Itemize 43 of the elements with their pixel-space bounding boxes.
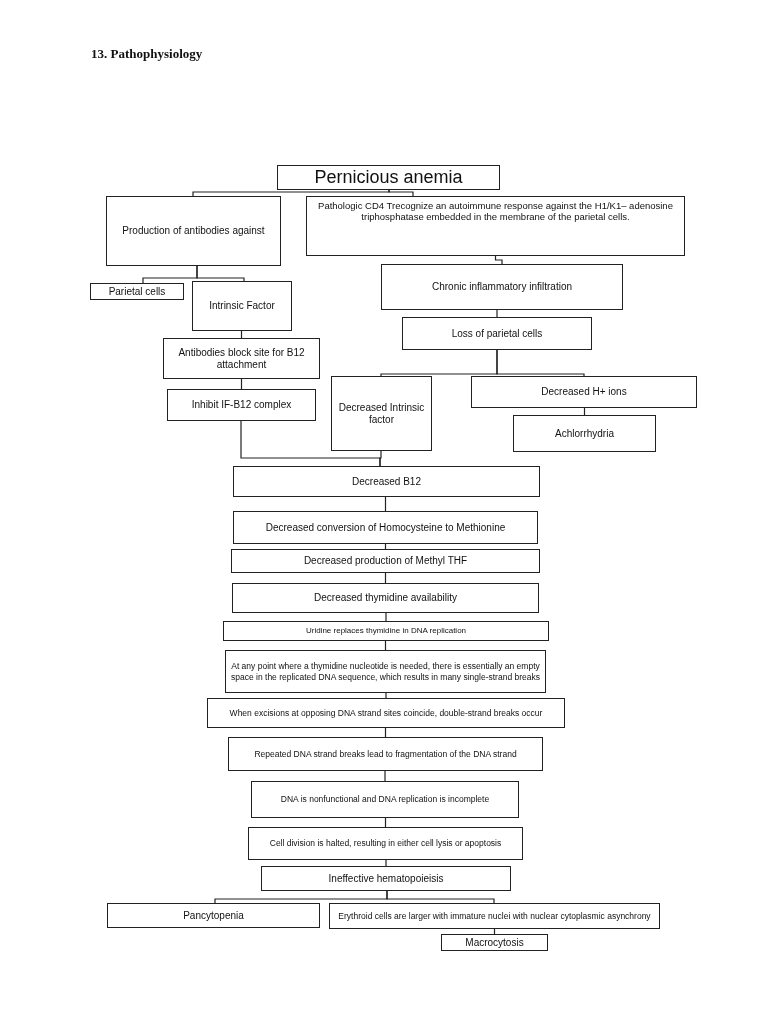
- process-box: Cell division is halted, resulting in either cell lysis or apoptosis: [248, 827, 523, 860]
- process-box: Uridine replaces thymidine in DNA replication: [223, 621, 549, 641]
- process-box: DNA is nonfunctional and DNA replication is incomplete: [251, 781, 519, 818]
- process-box: Macrocytosis: [441, 934, 548, 951]
- connector-line: [385, 692, 387, 699]
- connector-line: [240, 330, 243, 339]
- process-box: Decreased conversion of Homocysteine to Methionine: [233, 511, 538, 544]
- section-heading: 13. Pathophysiology: [91, 46, 203, 62]
- connector-line: [493, 928, 496, 935]
- connector-line: [385, 612, 387, 622]
- process-box: Decreased H+ ions: [471, 376, 697, 408]
- process-box: Parietal cells: [90, 283, 184, 300]
- process-box: Intrinsic Factor: [192, 281, 292, 331]
- process-box: When excisions at opposing DNA strand sites coincide, double-strand breaks occur: [207, 698, 565, 728]
- title-box: Pernicious anemia: [277, 165, 500, 190]
- process-box: Decreased thymidine availability: [232, 583, 539, 613]
- connector-line: [384, 770, 386, 782]
- process-box: Decreased B12: [233, 466, 540, 497]
- process-box: Erythroid cells are larger with immature nuclei with nuclear cytoplasmic asynchrony: [329, 903, 660, 929]
- process-box: Loss of parietal cells: [402, 317, 592, 350]
- connector-line: [388, 189, 414, 197]
- process-box: Pathologic CD4 Trecognize an autoimmune response against the H1/K1– adenosine triphosphatase embedded in the membrane of the parietal cells.: [306, 196, 685, 256]
- connector-line: [379, 450, 382, 467]
- connector-line: [384, 543, 387, 550]
- process-box: Antibodies block site for B12 attachment: [163, 338, 320, 379]
- process-box: Ineffective hematopoieisis: [261, 866, 511, 891]
- process-box: Decreased production of Methyl THF: [231, 549, 540, 573]
- connector-line: [196, 265, 245, 282]
- process-box: Repeated DNA strand breaks lead to fragmentation of the DNA strand: [228, 737, 543, 771]
- process-box: Production of antibodies against: [106, 196, 281, 266]
- process-box: Achlorrhydria: [513, 415, 656, 452]
- process-box: Inhibit IF-B12 complex: [167, 389, 316, 421]
- process-box: Pancytopenia: [107, 903, 320, 928]
- process-box: Decreased Intrinsic factor: [331, 376, 432, 451]
- connector-line: [496, 309, 498, 318]
- connector-line: [192, 189, 390, 197]
- connector-line: [496, 349, 585, 377]
- connector-line: [494, 255, 503, 265]
- connector-line: [583, 407, 586, 416]
- process-box: Chronic inflammatory infiltration: [381, 264, 623, 310]
- connector-line: [386, 890, 495, 904]
- process-box: At any point where a thymidine nucleotide is needed, there is essentially an empty space in the replicated DNA sequence, which results in many single-strand breaks: [225, 650, 546, 693]
- connector-line: [385, 859, 387, 867]
